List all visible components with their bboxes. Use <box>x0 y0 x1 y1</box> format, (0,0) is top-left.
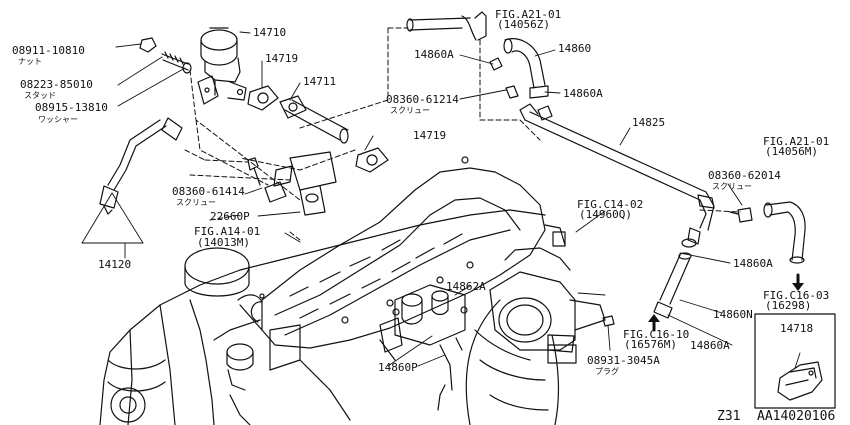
figref-a21-top: FIG.A21-01 <box>495 8 562 21</box>
figref-c16-03-code: (16298) <box>765 299 812 312</box>
figref-a21-right: FIG.A21-01 <box>763 135 830 148</box>
bracket-14718-box <box>754 313 836 409</box>
note-stud: スタッド <box>24 91 56 100</box>
throttle-body <box>465 224 606 425</box>
leader-lines <box>81 31 801 369</box>
figref-c14: FIG.C14-02 <box>577 198 644 211</box>
label-14711: 14711 <box>303 75 337 88</box>
label-14860P: 14860P <box>378 361 418 374</box>
label-08360-61214: 08360-61214 <box>386 93 459 106</box>
label-14825: 14825 <box>632 116 666 129</box>
figref-a14: FIG.A14-01 <box>194 225 261 238</box>
label-14860A-1: 14860A <box>414 48 454 61</box>
label-14718: 14718 <box>780 322 814 335</box>
label-22660P: 22660P <box>210 210 250 223</box>
gasket-14719-upper <box>247 85 279 111</box>
drawing-number: AA14020106 <box>757 409 836 424</box>
label-14710: 14710 <box>253 26 287 39</box>
aac-valve <box>379 284 468 411</box>
plug-08931 <box>602 315 615 327</box>
label-08360-61414: 08360-61414 <box>172 185 245 198</box>
note-washer: ワッシャー <box>38 115 78 124</box>
label-14719-upper: 14719 <box>265 52 299 65</box>
note-screw-61414: スクリュー <box>176 198 216 207</box>
pipe-14825 <box>519 103 715 245</box>
note-screw-61214: スクリュー <box>390 106 430 115</box>
hose-14860N <box>653 238 697 319</box>
label-14860A-4: 14860A <box>690 339 730 352</box>
hose-14056M <box>763 201 806 264</box>
label-14862A: 14862A <box>446 280 486 293</box>
bpt-valve <box>247 151 337 216</box>
label-08911-10810: 08911-10810 <box>12 44 85 57</box>
figref-c16-10-code: (16576M) <box>624 338 677 351</box>
label-14860N: 14860N <box>713 308 753 321</box>
figref-a14-code: (14013M) <box>197 236 250 249</box>
figref-c14-code: (14960Q) <box>579 208 632 221</box>
engine-block <box>99 209 546 425</box>
dashed-guides <box>184 27 741 241</box>
figref-c16-03: FIG.C16-03 <box>763 289 830 302</box>
note-nut: ナット <box>18 57 42 66</box>
label-08223-85010: 08223-85010 <box>20 78 93 91</box>
section-code: Z31 <box>717 409 741 424</box>
gasket-14719-lower <box>355 147 389 173</box>
label-14120: 14120 <box>98 258 132 271</box>
label-08360-62014: 08360-62014 <box>708 169 781 182</box>
reference-arrows <box>648 273 804 332</box>
label-14860A-3: 14860A <box>733 257 773 270</box>
label-14860: 14860 <box>558 42 592 55</box>
figref-a21-right-code: (14056M) <box>765 145 818 158</box>
label-14719-lower: 14719 <box>413 129 447 142</box>
label-08931-3045A: 08931-3045A <box>587 354 660 367</box>
note-plug: プラグ <box>595 367 619 376</box>
nut-stud-washer <box>139 37 192 74</box>
label-08915-13810: 08915-13810 <box>35 101 108 114</box>
figref-a21-top-code: (14056Z) <box>497 18 550 31</box>
egr-valve <box>197 27 247 105</box>
screw-62014 <box>729 207 753 223</box>
intake-manifold <box>237 156 546 361</box>
note-screw-62014: スクリュー <box>712 182 752 191</box>
hose-14860 <box>406 11 549 99</box>
egr-tube <box>279 95 349 144</box>
hose-14120 <box>99 117 183 215</box>
figref-c16-10: FIG.C16-10 <box>623 328 690 341</box>
label-14860A-2: 14860A <box>563 87 603 100</box>
